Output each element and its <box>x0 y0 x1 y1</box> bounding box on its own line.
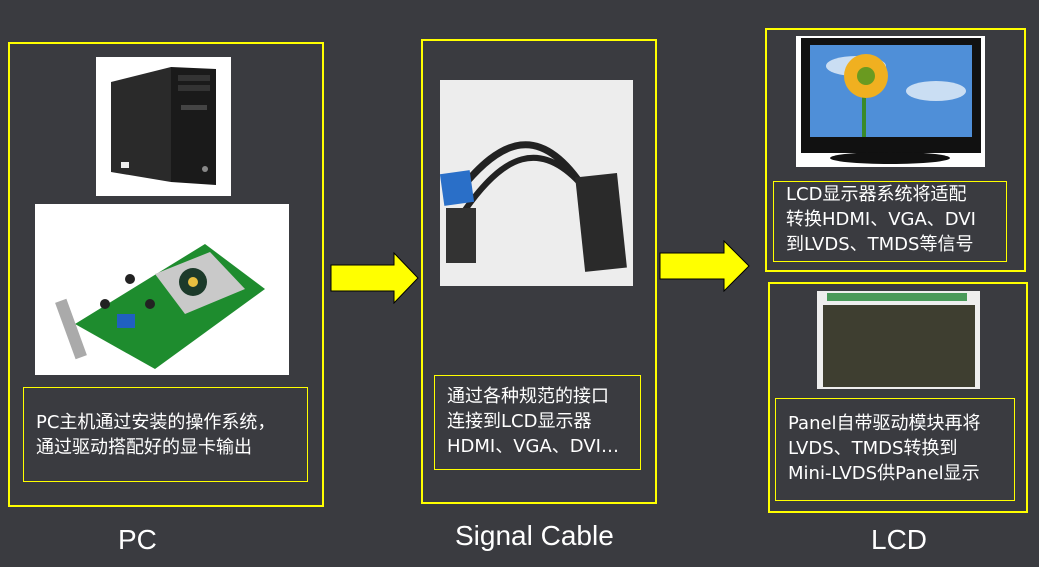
pc-panel <box>8 42 324 507</box>
lcd-panel-description-line: Mini-LVDS供Panel显示 <box>788 463 980 484</box>
lcd-monitor-description-line: 到LVDS、TMDS等信号 <box>786 234 974 255</box>
cable-description-line: 连接到LCD显示器 <box>447 411 592 432</box>
pc-description-box: PC主机通过安装的操作系统， 通过驱动搭配好的显卡输出 <box>23 387 308 482</box>
pc-label: PC <box>118 524 157 555</box>
lcd-panel-description-box: Panel自带驱动模块再将 LVDS、TMDS转换到 Mini-LVDS供Pan… <box>775 398 1015 501</box>
signal-cable-panel <box>421 39 657 504</box>
lcd-monitor-panel <box>765 28 1026 272</box>
lcd-panel-description-line: LVDS、TMDS转换到 <box>788 438 958 459</box>
cable-description-line: HDMI、VGA、DVI… <box>447 436 619 457</box>
arrow-right-icon <box>659 240 750 292</box>
lcd-panel-description-line: Panel自带驱动模块再将 <box>788 413 981 434</box>
signal-cable-label: Signal Cable <box>455 520 614 551</box>
arrow-right-icon <box>330 252 419 304</box>
lcd-panel-image <box>817 291 980 389</box>
pc-description-line: PC主机通过安装的操作系统， <box>36 412 276 433</box>
lcd-panel-module <box>768 282 1028 513</box>
lcd-monitor-image <box>796 36 985 167</box>
lcd-monitor-description-line: 转换HDMI、VGA、DVI <box>786 209 976 230</box>
cable-description-line: 通过各种规范的接口 <box>447 386 609 407</box>
desktop-tower-image <box>96 57 231 196</box>
pc-description-line: 通过驱动搭配好的显卡输出 <box>36 437 252 458</box>
lcd-monitor-description-box: LCD显示器系统将适配 转换HDMI、VGA、DVI 到LVDS、TMDS等信号 <box>773 181 1007 262</box>
cable-description-box: 通过各种规范的接口 连接到LCD显示器 HDMI、VGA、DVI… <box>434 375 641 470</box>
lcd-monitor-description-line: LCD显示器系统将适配 <box>786 184 967 205</box>
graphics-card-image <box>35 204 289 375</box>
signal-cable-image <box>440 80 633 286</box>
lcd-label: LCD <box>871 524 928 555</box>
